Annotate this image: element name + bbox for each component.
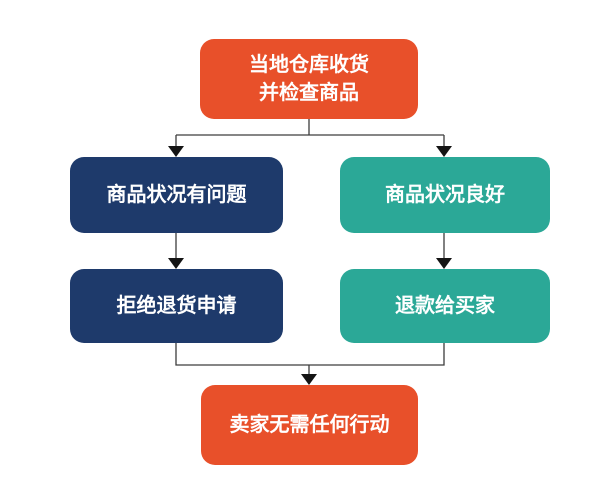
arrowhead-to-reject	[168, 258, 184, 269]
node-refund-buyer: 退款给买家	[340, 269, 550, 343]
arrowhead-to-noaction	[301, 374, 317, 385]
node-label-line: 卖家无需任何行动	[229, 414, 390, 436]
node-label-line: 退款给买家	[395, 295, 495, 317]
node-reject-return: 拒绝退货申请	[70, 269, 283, 343]
node-condition-good: 商品状况良好	[340, 157, 550, 233]
node-label-line: 拒绝退货申请	[116, 295, 237, 317]
node-label-line: 商品状况良好	[385, 184, 505, 206]
arrowhead-to-refund	[436, 258, 452, 269]
node-label-line: 当地仓库收货	[249, 54, 369, 76]
node-label-line: 商品状况有问题	[106, 184, 247, 206]
node-warehouse-receive: 当地仓库收货 并检查商品	[200, 39, 418, 119]
node-seller-no-action: 卖家无需任何行动	[201, 385, 418, 465]
arrowhead-to-good	[436, 146, 452, 157]
node-label-line: 并检查商品	[259, 82, 359, 104]
connector-merge-to-noaction	[175, 343, 445, 375]
node-condition-problem: 商品状况有问题	[70, 157, 283, 233]
arrowhead-to-problem	[168, 146, 184, 157]
connector-receive-branch	[175, 119, 445, 147]
